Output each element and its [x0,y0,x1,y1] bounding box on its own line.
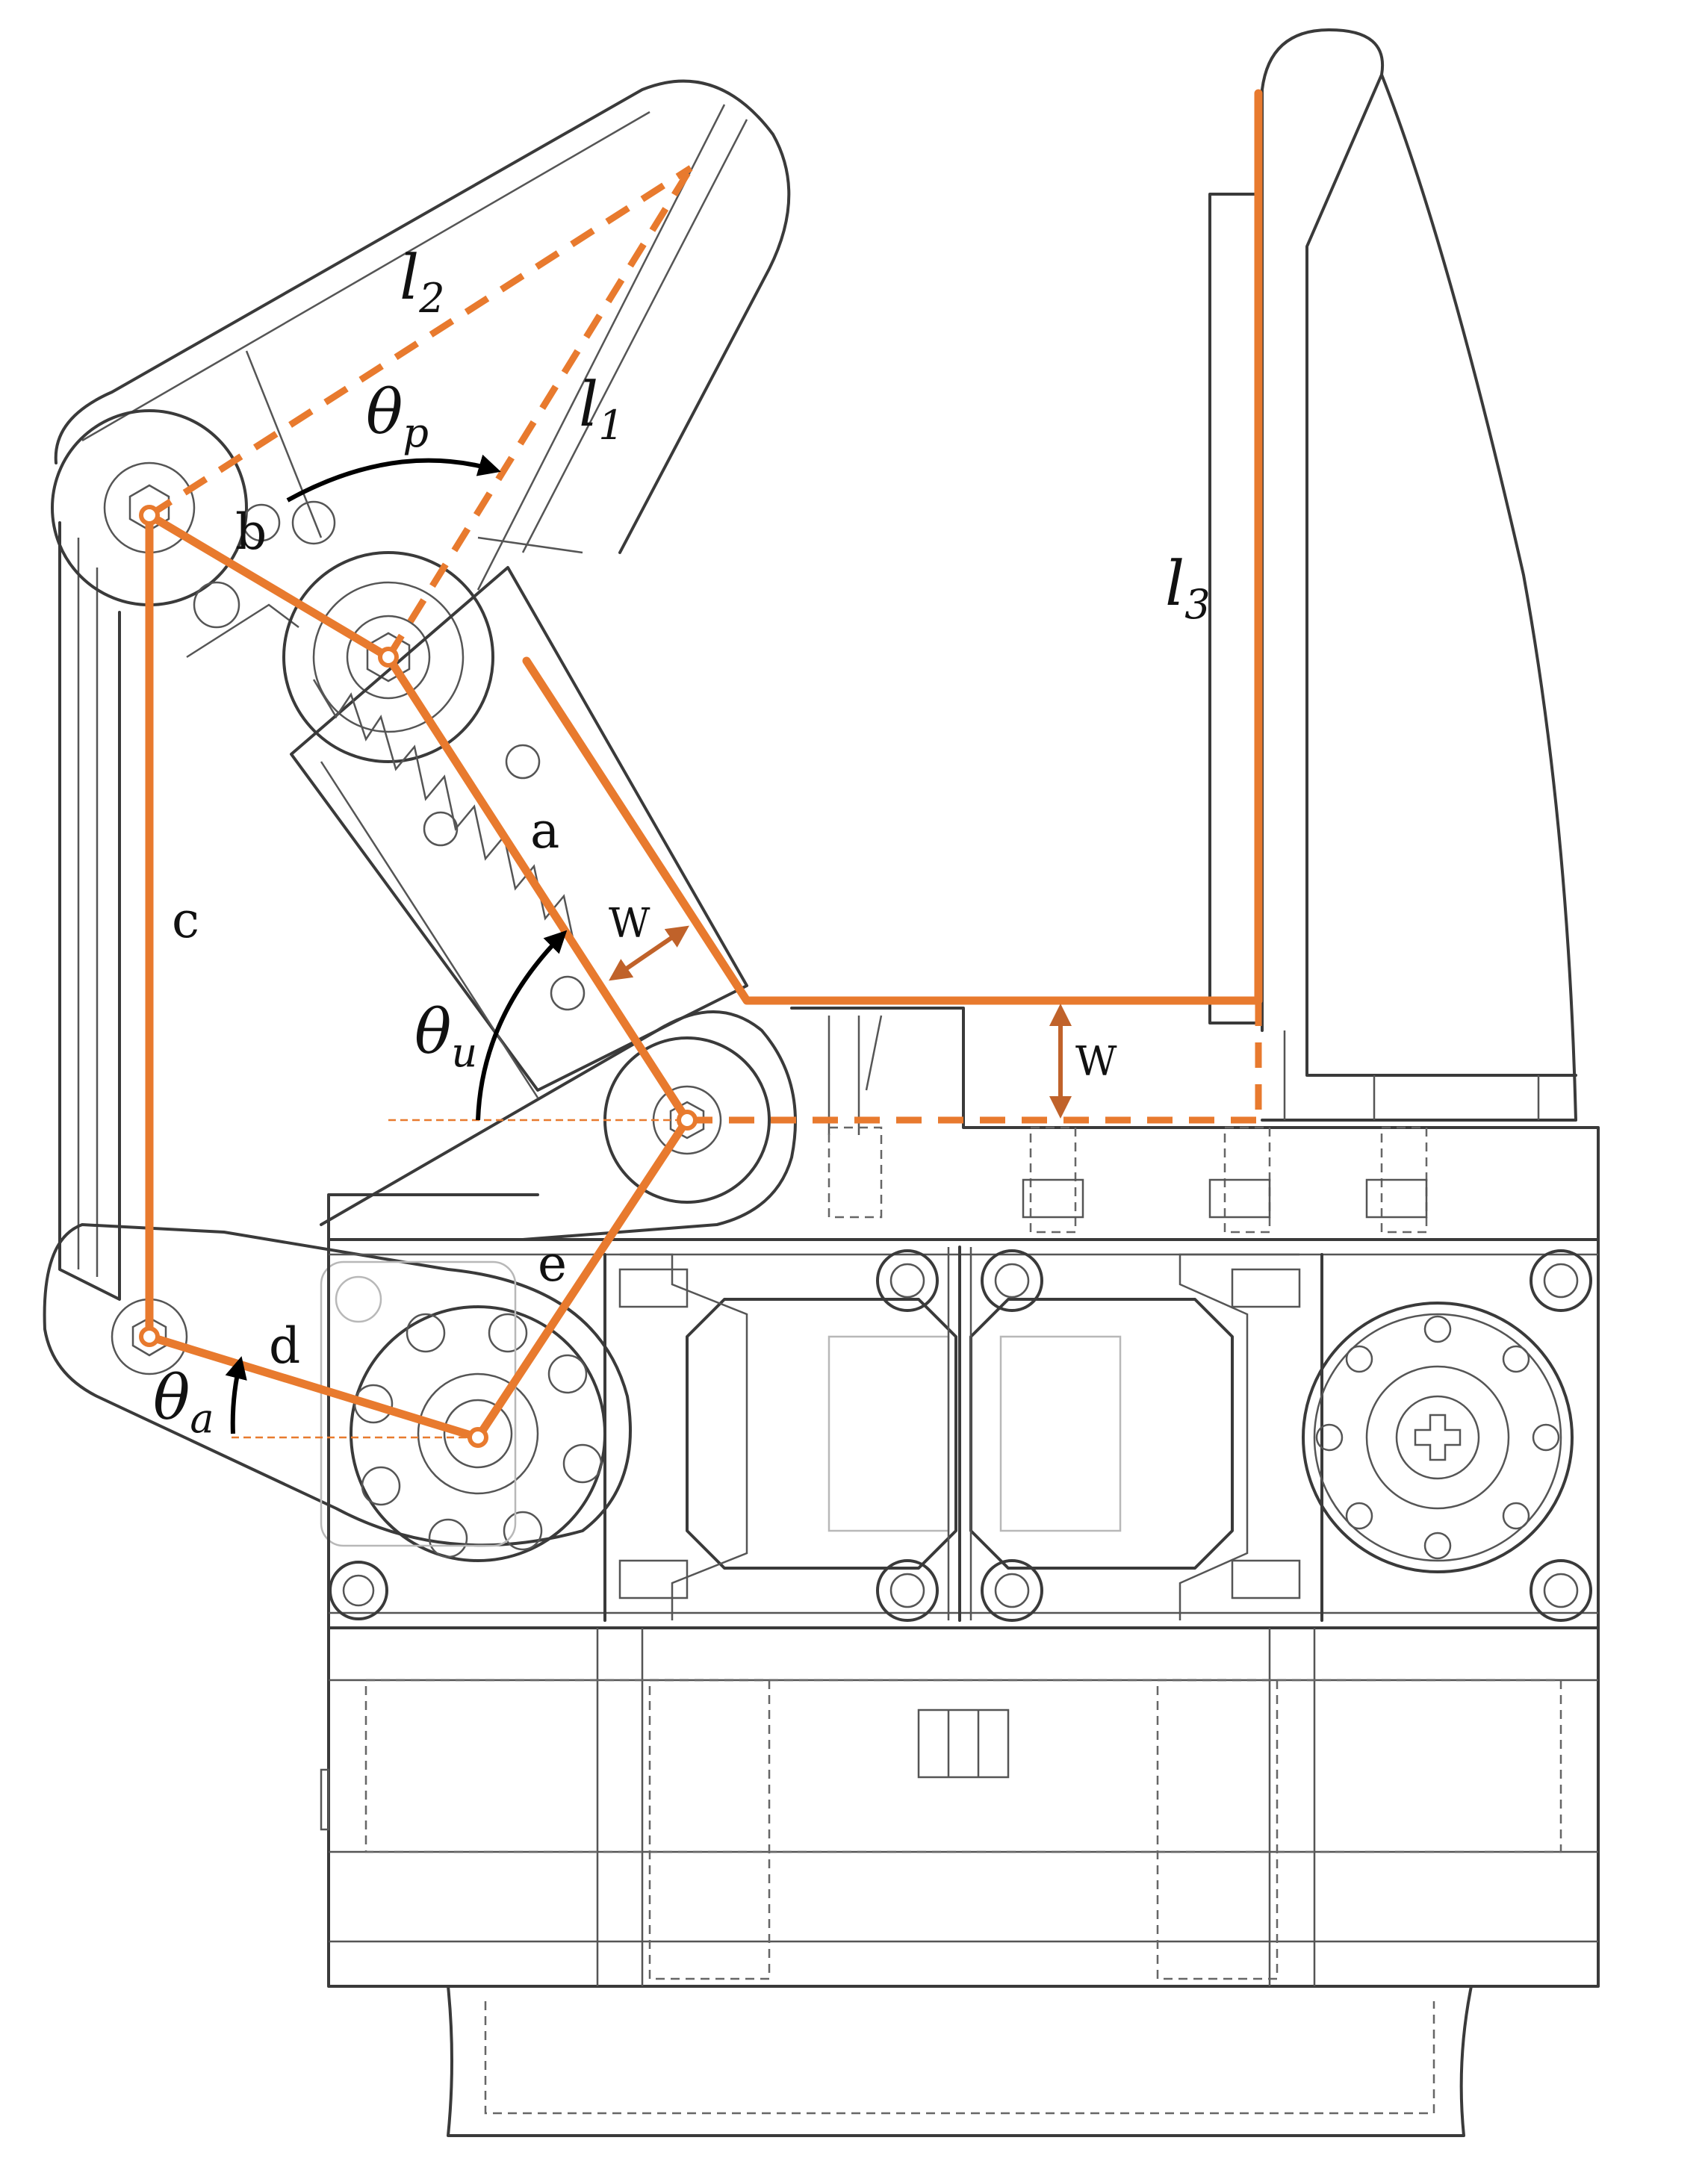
joint-ae [677,1110,698,1131]
label-l1: l1 [579,370,624,449]
kinematic-overlay [139,89,1263,1448]
link-b [145,511,393,662]
joint-cd [139,1326,160,1347]
label-w-lower: W [1075,1038,1117,1085]
mechanical-drawing [43,28,1600,2137]
label-e: e [538,1235,567,1293]
proximal-finger-link [54,79,791,659]
labels: l2 l1 l3 θp θu θa a b c d e W W [153,243,1211,1442]
left-side-plate [58,521,121,1301]
label-theta-p: θp [366,377,429,456]
label-a: a [530,802,559,859]
link-e [473,1116,692,1442]
joint-de [468,1427,488,1448]
theta-u-arrow [476,930,568,1121]
label-l2: l2 [400,243,445,322]
label-c: c [172,892,199,949]
middle-link-a [290,566,748,1098]
w-dimension-arrow-upper [609,925,689,981]
l2-dashed-line [147,165,693,518]
lower-base-housing [320,1626,1600,2137]
label-w-upper: W [609,900,650,947]
label-l3: l3 [1165,549,1211,628]
label-theta-a: θa [153,1363,214,1442]
crank-plate [43,1223,632,1562]
link-a [384,653,692,1125]
link-d [145,1332,482,1442]
joint-ab [378,647,399,668]
right-servo-horn [1302,1302,1574,1573]
palm-plate [327,1007,1600,1241]
annotations [225,454,1072,1434]
fixed-jaw [1208,28,1577,1122]
finger-contact-line [522,656,1263,1005]
label-b: b [235,503,267,561]
label-theta-u: θu [414,997,477,1076]
lower-link-end [320,1010,797,1241]
l1-dashed-line [385,166,694,659]
theta-a-arrow [225,1356,247,1434]
label-d: d [269,1317,300,1375]
theta-p-arrow [286,454,501,503]
joint-bc [139,505,160,526]
